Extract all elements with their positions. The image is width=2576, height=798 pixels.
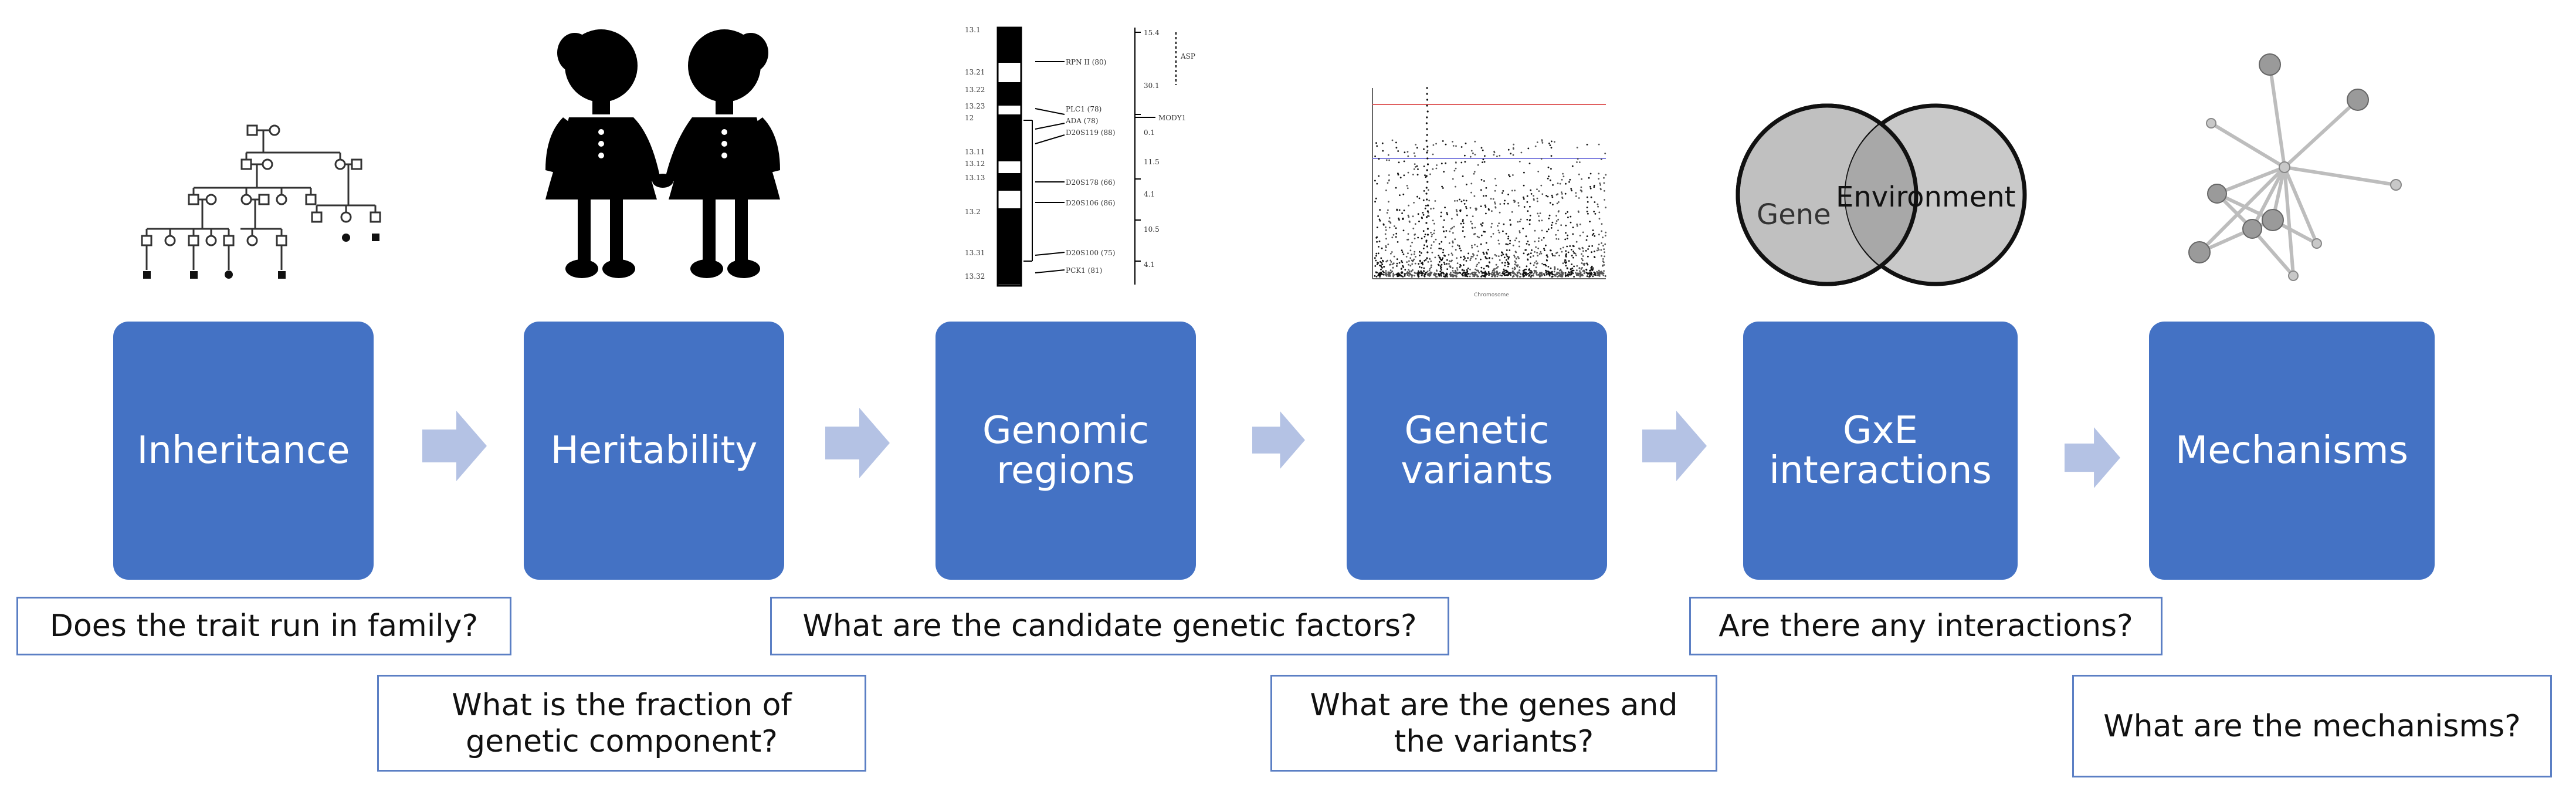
question-candidate-factors: What are the candidate genetic factors? — [770, 597, 1449, 655]
svg-text:11.5: 11.5 — [1144, 158, 1160, 166]
svg-text:ADA (78): ADA (78) — [1065, 117, 1098, 125]
network-graph-icon — [2188, 53, 2402, 281]
pedigree-chart-icon — [141, 124, 381, 279]
stage-heritability: Heritability — [524, 322, 784, 580]
manhattan-plot-icon: Chromosome — [1372, 87, 1607, 298]
stage-label-line2: regions — [996, 449, 1135, 492]
svg-text:D20S106 (86): D20S106 (86) — [1066, 199, 1115, 207]
svg-text:D20S119 (88): D20S119 (88) — [1066, 129, 1115, 137]
svg-text:15.4: 15.4 — [1144, 29, 1160, 37]
svg-text:12: 12 — [965, 114, 974, 122]
question-text: What are the mechanisms? — [2103, 708, 2521, 744]
question-genetic-fraction: What is the fraction of genetic componen… — [377, 675, 866, 772]
stage-gxe-interactions: GxE interactions — [1743, 322, 2018, 580]
svg-text:D20S178 (66): D20S178 (66) — [1066, 178, 1115, 187]
question-text-line2: the variants? — [1394, 723, 1594, 759]
svg-text:4.1: 4.1 — [1144, 261, 1155, 269]
arrow-right-icon — [1252, 411, 1305, 469]
svg-text:PCK1 (81): PCK1 (81) — [1066, 266, 1102, 275]
svg-text:30.1: 30.1 — [1144, 82, 1160, 90]
svg-text:13.32: 13.32 — [965, 272, 985, 280]
question-mechanisms: What are the mechanisms? — [2072, 675, 2552, 777]
svg-text:13.23: 13.23 — [965, 102, 985, 110]
venn-diagram-icon: Gene Environment — [1736, 103, 2027, 286]
question-interactions: Are there any interactions? — [1689, 597, 2163, 655]
question-family-trait: Does the trait run in family? — [16, 597, 511, 655]
stage-mechanisms: Mechanisms — [2149, 322, 2435, 580]
svg-text:0.1: 0.1 — [1144, 129, 1155, 137]
stage-label: Heritability — [550, 429, 758, 472]
question-text-line2: genetic component? — [466, 723, 778, 759]
arrow-right-icon — [422, 411, 487, 481]
svg-text:13.12: 13.12 — [965, 160, 985, 168]
svg-text:ASP: ASP — [1180, 52, 1195, 60]
question-text: What are the candidate genetic factors? — [802, 608, 1417, 644]
stage-label: Inheritance — [137, 429, 350, 472]
stage-label-line1: GxE — [1843, 409, 1918, 452]
question-text: Does the trait run in family? — [49, 608, 479, 644]
chromosome-ideogram-icon: 13.1 13.21 13.22 13.23 12 13.11 13.12 13.13 13… — [965, 26, 1195, 287]
svg-text:13.1: 13.1 — [965, 26, 981, 34]
twins-silhouette-icon — [545, 29, 780, 278]
svg-text:13.22: 13.22 — [965, 86, 985, 94]
venn-environment-label: Environment — [1836, 181, 2016, 214]
svg-text:4.1: 4.1 — [1144, 190, 1155, 198]
arrow-right-icon — [825, 408, 890, 478]
svg-text:10.5: 10.5 — [1144, 225, 1160, 234]
stage-genomic-regions: Genomic regions — [936, 322, 1196, 580]
venn-gene-label: Gene — [1757, 198, 1831, 231]
svg-text:13.21: 13.21 — [965, 68, 985, 76]
svg-text:RPN II (80): RPN II (80) — [1066, 58, 1106, 66]
question-genes-variants: What are the genes and the variants? — [1270, 675, 1717, 772]
stage-label: Mechanisms — [2175, 429, 2408, 472]
question-text-line1: What is the fraction of — [452, 687, 792, 723]
svg-text:13.2: 13.2 — [965, 208, 981, 216]
svg-text:13.13: 13.13 — [965, 174, 985, 182]
stage-genetic-variants: Genetic variants — [1347, 322, 1607, 580]
stage-label-line2: interactions — [1769, 449, 1992, 492]
arrow-right-icon — [1642, 411, 1707, 481]
svg-text:13.11: 13.11 — [965, 148, 985, 156]
stage-label-line2: variants — [1401, 449, 1553, 492]
svg-text:D20S100 (75): D20S100 (75) — [1066, 249, 1115, 257]
svg-text:PLC1 (78): PLC1 (78) — [1066, 105, 1101, 113]
svg-text:MODY1: MODY1 — [1158, 114, 1186, 122]
stage-inheritance: Inheritance — [113, 322, 374, 580]
arrow-right-icon — [2065, 427, 2120, 488]
svg-text:13.31: 13.31 — [965, 249, 985, 257]
stage-label-line1: Genomic — [982, 409, 1149, 452]
question-text-line1: What are the genes and — [1310, 687, 1678, 723]
svg-text:Chromosome: Chromosome — [1474, 292, 1509, 298]
stage-label-line1: Genetic — [1404, 409, 1550, 452]
question-text: Are there any interactions? — [1719, 608, 2133, 644]
